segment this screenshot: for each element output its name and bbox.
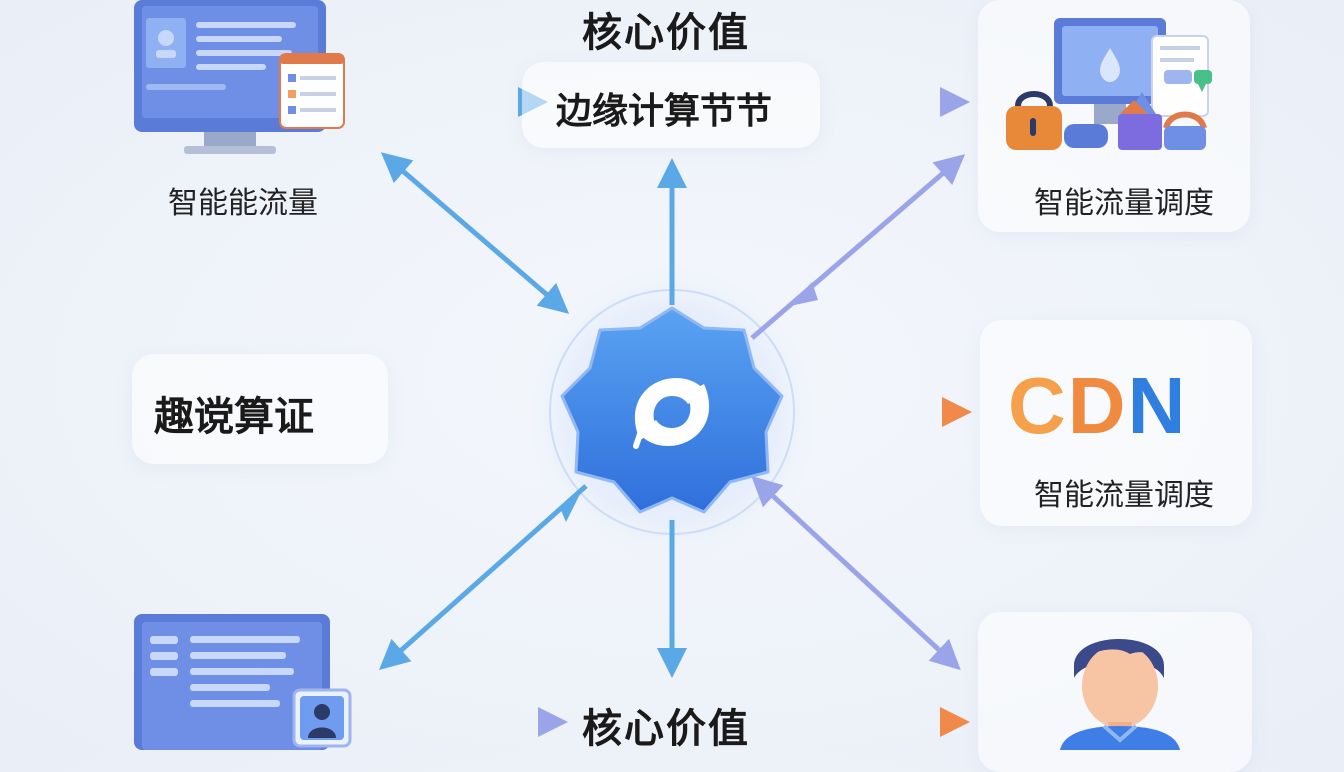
arrow-hub-right-bottom <box>751 475 961 671</box>
left-middle-card <box>132 354 388 464</box>
left-middle-label: 趣谠算证 <box>154 394 314 440</box>
arrow-mid-head-left-bottom <box>560 486 584 522</box>
arrow-hub-right-top <box>750 154 966 340</box>
hub-badge-shape <box>560 306 784 514</box>
left-bottom-computer <box>134 614 354 750</box>
cdn-logo-c: C <box>1008 361 1068 450</box>
top-title: 核心价值 <box>582 10 750 56</box>
edge-node-card <box>522 62 820 148</box>
cdn-card <box>980 320 1252 526</box>
monitor-document-icon <box>134 0 345 154</box>
hub-node <box>560 306 784 514</box>
cdn-logo-d: D <box>1067 361 1128 450</box>
monitor-security-icon <box>1006 18 1212 150</box>
cdn-logo-n: N <box>1127 361 1188 450</box>
user-avatar-icon <box>1060 639 1180 750</box>
arrow-mid-head-right-top <box>790 282 818 306</box>
right-top-illustration <box>1004 14 1224 154</box>
diagram-canvas <box>379 87 972 737</box>
bottom-title: 核心价值 <box>582 706 750 752</box>
cdn-caption: 智能流量调度 <box>1034 478 1214 513</box>
left-top-computer <box>134 0 348 160</box>
hub-logo-icon <box>633 378 710 449</box>
right-top-caption: 智能流量调度 <box>1034 186 1214 221</box>
left-top-caption: 智能能流量 <box>168 186 318 221</box>
edge-node-label: 边缘计算节节 <box>556 91 773 132</box>
monitor-profile-icon <box>134 614 352 750</box>
cdn-logo: CDN <box>1008 360 1187 452</box>
right-bottom-user <box>1060 622 1180 750</box>
arrow-hub-left-top <box>380 152 570 314</box>
arrow-hub-left-bottom <box>379 484 588 670</box>
